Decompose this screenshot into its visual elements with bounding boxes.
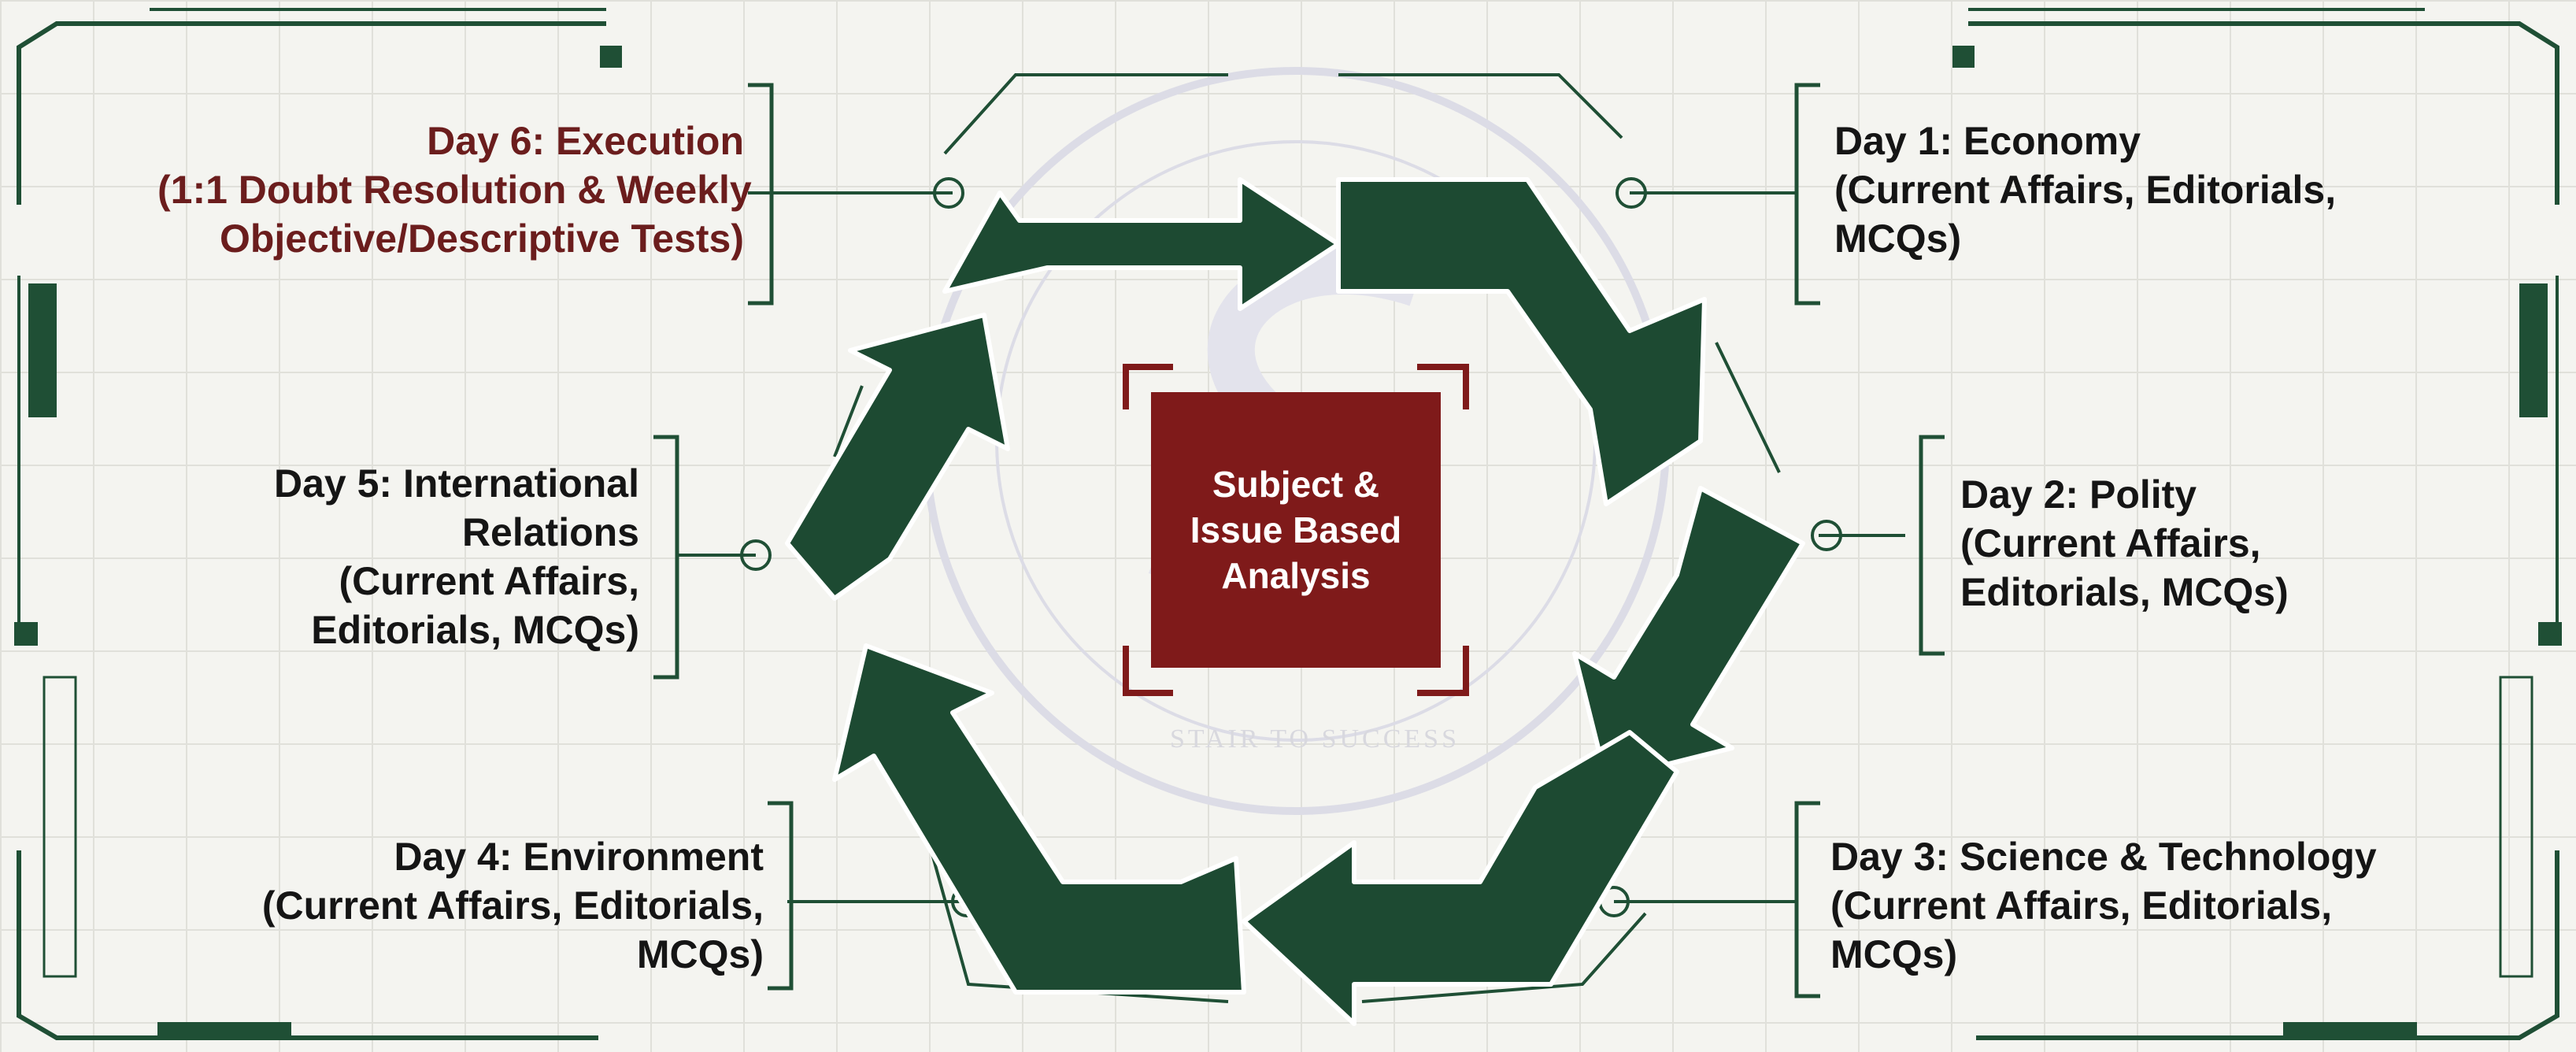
frame-accents — [14, 46, 2562, 1039]
day5-detail: (Current Affairs, — [339, 559, 639, 603]
connector-lines — [677, 73, 1905, 1003]
day4-detail: MCQs) — [636, 932, 764, 976]
watermark-text: STAIR TO SUCCESS — [1169, 724, 1460, 754]
outer-frame — [17, 8, 2559, 1040]
cycle-arrow-1 — [942, 177, 1341, 311]
center-line: Issue Based — [1190, 509, 1402, 550]
day2-title: Day 2: Polity — [1960, 472, 2197, 517]
day2-detail: Editorials, MCQs) — [1960, 570, 2289, 614]
day3-title: Day 3: Science & Technology — [1830, 835, 2377, 879]
center-line: Subject & — [1212, 464, 1380, 505]
day1-detail: (Current Affairs, Editorials, — [1834, 168, 2337, 212]
hatched-side-panels — [43, 676, 2533, 978]
day1-label: Day 1: Economy (Current Affairs, Editori… — [1834, 117, 2433, 263]
cycle-arrow-2 — [1336, 177, 1707, 506]
day1-title: Day 1: Economy — [1834, 119, 2141, 163]
day3-label: Day 3: Science & Technology (Current Aff… — [1830, 832, 2460, 979]
cycle-arrow-5 — [832, 643, 1246, 995]
day6-detail: Objective/Descriptive Tests) — [219, 217, 744, 261]
day5-detail: Editorials, MCQs) — [311, 608, 639, 652]
day5-label: Day 5: International Relations (Current … — [197, 459, 639, 654]
day3-detail: (Current Affairs, Editorials, — [1830, 883, 2333, 928]
cycle-arrow-4 — [1242, 730, 1679, 1026]
center-brackets — [1123, 364, 1469, 696]
day3-detail: MCQs) — [1830, 932, 1958, 976]
cycle-arrows — [785, 177, 1805, 1026]
day6-detail: (1:1 Doubt Resolution & Weekly — [157, 168, 752, 212]
day4-title: Day 4: Environment — [394, 835, 764, 879]
day1-detail: MCQs) — [1834, 217, 1962, 261]
day4-label: Day 4: Environment (Current Affairs, Edi… — [181, 832, 764, 979]
cycle-arrow-6 — [785, 313, 1010, 601]
day6-title: Day 6: Execution — [427, 119, 744, 163]
day5-title: Relations — [461, 510, 639, 554]
day2-detail: (Current Affairs, — [1960, 521, 2261, 565]
center-line: Analysis — [1221, 555, 1371, 596]
day4-detail: (Current Affairs, Editorials, — [261, 883, 764, 928]
day5-title: Day 5: International — [274, 461, 639, 506]
day2-label: Day 2: Polity (Current Affairs, Editoria… — [1960, 470, 2401, 617]
day6-label: Day 6: Execution (1:1 Doubt Resolution &… — [157, 117, 752, 263]
label-brackets — [653, 83, 1945, 998]
center-analysis-box: Subject & Issue Based Analysis — [1151, 392, 1441, 668]
